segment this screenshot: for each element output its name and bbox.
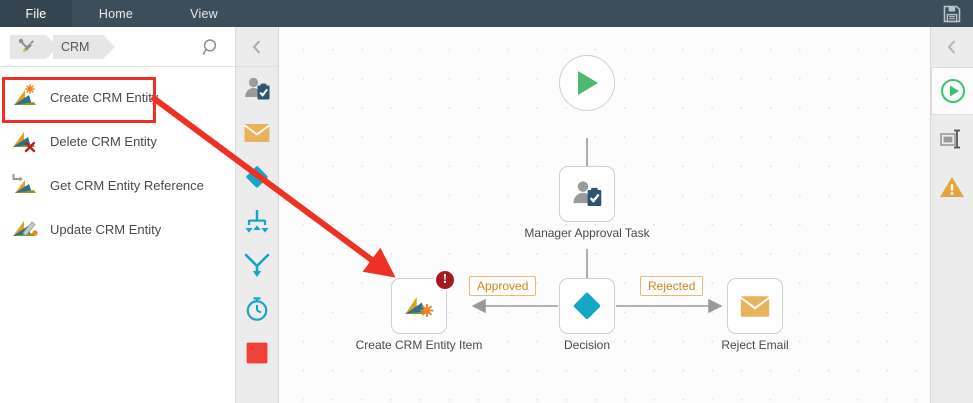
user-task-icon <box>573 181 602 206</box>
left-panel: CRM <box>0 27 236 403</box>
workflow-node-decision[interactable]: Decision <box>559 278 615 352</box>
chevron-left-icon <box>252 39 261 54</box>
node-label: Reject Email <box>721 338 789 352</box>
parallel-split-icon <box>245 210 269 233</box>
breadcrumb-item-crm[interactable]: CRM <box>53 34 117 59</box>
palette-item-merge[interactable] <box>236 243 278 287</box>
entity-item-create-crm-entity[interactable]: Create CRM Entity <box>0 75 235 123</box>
breadcrumb: CRM <box>10 34 117 59</box>
edge-label-rejected: Rejected <box>640 276 704 296</box>
start-node-shape[interactable] <box>559 55 615 111</box>
entity-item-delete-crm-entity[interactable]: Delete CRM Entity <box>0 119 235 163</box>
delete-crm-entity-icon <box>10 128 40 154</box>
workflow-canvas[interactable]: Manager Approval Task ! Create CR <box>279 27 930 403</box>
node-label: Decision <box>563 338 611 352</box>
workflow-node-reject-email[interactable]: Reject Email <box>721 278 789 352</box>
palette-item-email[interactable] <box>236 111 278 155</box>
create-crm-entity-icon <box>10 84 40 110</box>
menu-item-home-label: Home <box>98 6 134 21</box>
menu-item-file[interactable]: File <box>0 0 72 27</box>
palette-item-user-task[interactable] <box>236 67 278 111</box>
email-task-icon <box>740 295 770 317</box>
menu-bar: File Home View <box>0 0 973 27</box>
menu-bar-spacer <box>248 0 931 27</box>
palette-item-decision[interactable] <box>236 155 278 199</box>
right-panel-item-run[interactable] <box>931 67 973 115</box>
decision-icon <box>246 166 268 188</box>
entity-item-update-crm-entity[interactable]: Update CRM Entity <box>0 207 235 251</box>
right-panel-item-rename[interactable] <box>931 115 973 163</box>
palette-item-terminate[interactable] <box>236 331 278 375</box>
node-label: Create CRM Entity Item <box>355 338 483 352</box>
right-panel <box>930 27 973 403</box>
user-task-icon <box>245 77 270 100</box>
workflow-node-create-crm-entity-item[interactable]: ! Create CRM Entity Item <box>356 269 482 352</box>
search-button[interactable] <box>200 36 222 58</box>
palette-strip <box>236 27 279 403</box>
save-button[interactable] <box>931 0 973 27</box>
palette-item-timer[interactable] <box>236 287 278 331</box>
rename-icon <box>940 129 960 149</box>
breadcrumb-bar: CRM <box>0 27 236 67</box>
reject-email-node-shape[interactable] <box>727 278 783 334</box>
workflow-node-manager-approval-task[interactable]: Manager Approval Task <box>524 166 650 240</box>
save-floppy-icon <box>943 5 961 22</box>
entity-item-get-crm-entity-reference[interactable]: Get CRM Entity Reference <box>0 163 235 207</box>
entity-item-label: Get CRM Entity Reference <box>50 177 204 193</box>
right-panel-item-warnings[interactable] <box>931 163 973 211</box>
chevron-left-icon <box>947 40 956 54</box>
error-badge-icon[interactable]: ! <box>434 269 456 291</box>
node-label: Manager Approval Task <box>524 226 650 240</box>
warning-icon <box>940 177 964 197</box>
edge-label-approved: Approved <box>469 276 537 296</box>
terminate-icon <box>246 342 268 364</box>
create-crm-entity-icon <box>405 296 434 318</box>
palette-item-parallel-split[interactable] <box>236 199 278 243</box>
merge-icon <box>244 253 270 277</box>
menu-item-file-label: File <box>25 6 47 21</box>
update-crm-entity-icon <box>10 216 40 242</box>
task-node-shape[interactable] <box>559 166 615 222</box>
run-icon <box>940 79 965 103</box>
left-panel-collapse-button[interactable] <box>236 27 278 67</box>
entity-item-label: Delete CRM Entity <box>50 133 157 149</box>
play-start-icon <box>578 71 598 95</box>
email-task-icon <box>243 124 271 142</box>
menu-item-home[interactable]: Home <box>72 0 160 27</box>
right-panel-collapse-button[interactable] <box>931 27 973 67</box>
get-crm-entity-ref-icon <box>10 172 40 198</box>
workflow-node-start[interactable] <box>559 55 615 111</box>
menu-item-view[interactable]: View <box>160 0 248 27</box>
tools-icon <box>18 38 34 53</box>
decision-icon <box>573 292 601 320</box>
timer-icon <box>246 297 268 321</box>
menu-item-view-label: View <box>190 6 218 21</box>
breadcrumb-root[interactable] <box>10 34 58 59</box>
decision-node-shape[interactable] <box>559 278 615 334</box>
breadcrumb-item-crm-label: CRM <box>61 39 90 54</box>
entity-item-label: Update CRM Entity <box>50 221 162 237</box>
entity-list: Create CRM Entity Delete CRM Entity <box>0 67 235 251</box>
search-icon <box>202 39 217 55</box>
entity-item-label: Create CRM Entity <box>50 89 159 105</box>
